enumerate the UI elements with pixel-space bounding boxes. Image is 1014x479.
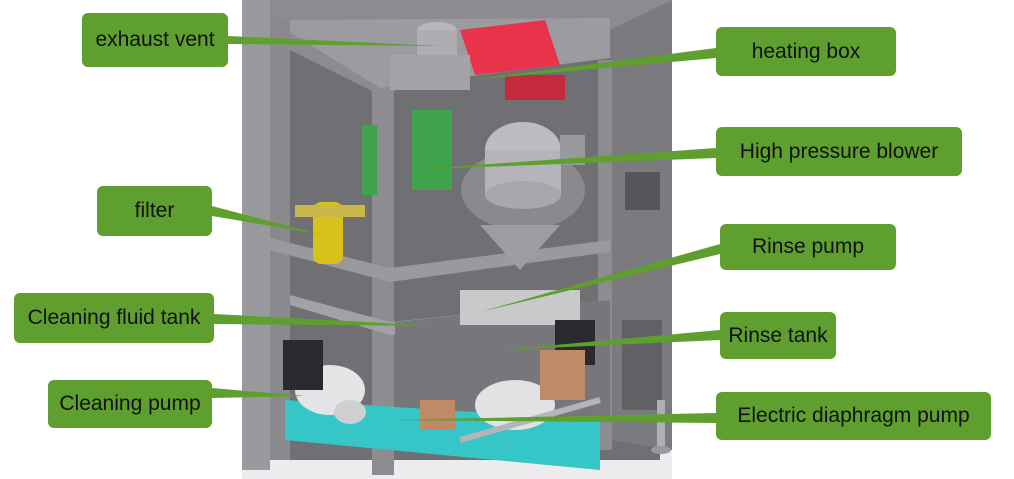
filter-part	[313, 202, 343, 264]
machine-illustration	[242, 0, 672, 479]
callout-rinse-tank: Rinse tank	[720, 312, 836, 359]
leader-rinse-tank	[500, 330, 720, 350]
leader-cleaning-pump	[212, 388, 305, 398]
callout-heating-box: heating box	[716, 27, 896, 76]
leader-filter	[212, 206, 318, 234]
vent-grille	[625, 172, 660, 210]
callout-filter: filter	[97, 186, 212, 236]
callout-high-pressure-blower: High pressure blower	[716, 127, 962, 176]
leader-rinse-pump	[480, 244, 720, 312]
heating-box-part	[460, 20, 560, 75]
front-post	[372, 90, 394, 475]
leader-electric-diaphragm-pump	[390, 413, 716, 423]
leader-cleaning-fluid-tank	[214, 314, 440, 326]
circuit-board	[412, 110, 452, 190]
callout-electric-diaphragm-pump: Electric diaphragm pump	[716, 392, 991, 440]
leader-exhaust-vent	[228, 36, 440, 46]
callout-cleaning-pump: Cleaning pump	[48, 380, 212, 428]
control-panel	[622, 320, 662, 410]
callout-cleaning-fluid-tank: Cleaning fluid tank	[14, 293, 214, 343]
callout-rinse-pump: Rinse pump	[720, 224, 896, 270]
leader-lines	[212, 36, 720, 423]
callout-exhaust-vent: exhaust vent	[82, 13, 228, 67]
leader-high-pressure-blower	[405, 148, 716, 170]
leader-heating-box	[470, 48, 716, 80]
